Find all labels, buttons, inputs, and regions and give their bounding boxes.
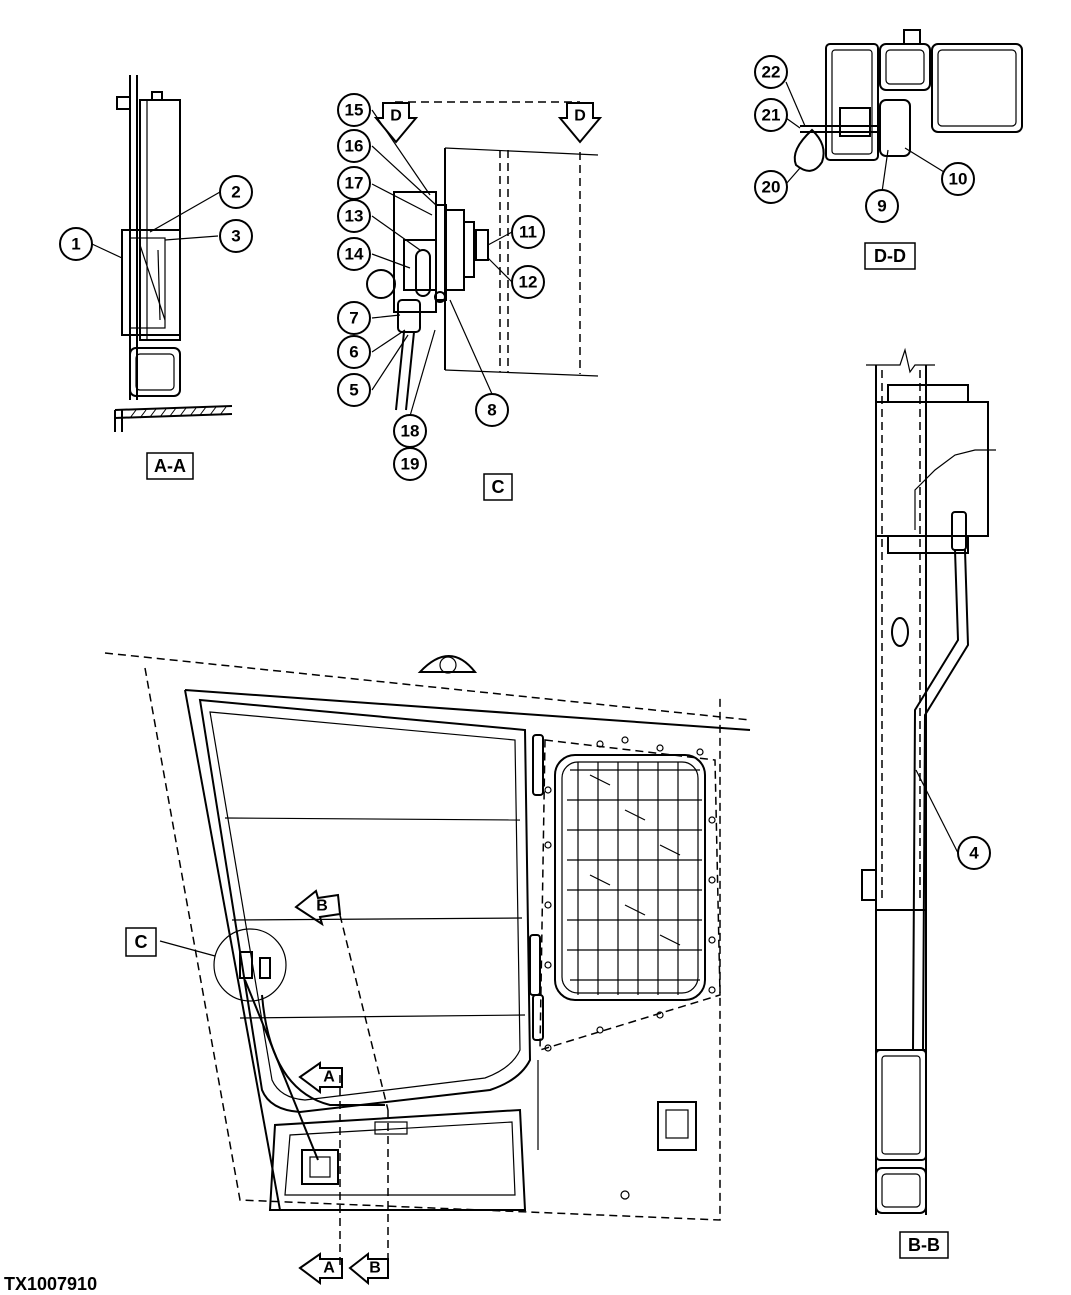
callout-13: 13 [337,199,371,233]
view-label-d-d: D-D [864,242,916,270]
callout-17: 17 [337,166,371,200]
section-arrow-d-right-text: D [574,108,586,125]
callout-16: 16 [337,129,371,163]
section-arrow-d-left: D [373,102,419,144]
callout-6-text: 6 [349,343,358,362]
callout-8-text: 8 [487,401,496,420]
callout-20-text: 20 [762,178,781,197]
section-arrow-a-mid-text: A [323,1069,335,1086]
callout-2: 2 [219,175,253,209]
callout-22: 22 [754,55,788,89]
callout-18: 18 [393,414,427,448]
detail-label-c-text: C [135,932,148,952]
callout-5-text: 5 [349,381,358,400]
view-a-a [91,75,233,432]
view-label-c-text: C [492,477,505,497]
callout-10-text: 10 [949,170,968,189]
view-label-b-b-text: B-B [908,1235,940,1255]
callout-14-text: 14 [345,245,364,264]
callout-7: 7 [337,301,371,335]
view-label-a-a: A-A [146,452,194,480]
callout-9-text: 9 [877,197,886,216]
callout-21-text: 21 [762,106,781,125]
callout-10: 10 [941,162,975,196]
section-arrow-b-mid-text: B [316,898,328,915]
view-b-b [861,347,996,1215]
figure-id: TX1007910 [4,1274,97,1294]
callout-15: 15 [337,93,371,127]
callout-15-text: 15 [345,101,364,120]
section-arrow-b-bottom-text: B [369,1260,381,1277]
section-arrow-b-mid: B [294,889,342,927]
callout-11-text: 11 [519,223,537,242]
callout-7-text: 7 [349,309,358,328]
view-d-d [785,29,1023,193]
view-label-b-b: B-B [899,1231,949,1259]
callout-9: 9 [865,189,899,223]
view-label-c: C [483,473,513,501]
callout-4-text: 4 [969,844,979,863]
callout-5: 5 [337,373,371,407]
callout-20: 20 [754,170,788,204]
callout-12: 12 [511,265,545,299]
door-main-view [104,652,751,1268]
callout-11: 11 [511,215,545,249]
callout-19-text: 19 [401,455,420,474]
section-arrow-d-left-text: D [390,108,402,125]
callout-6: 6 [337,335,371,369]
section-arrow-a-mid: A [298,1061,343,1094]
callout-21: 21 [754,98,788,132]
callout-22-text: 22 [762,63,781,82]
section-arrow-b-bottom: B [348,1251,389,1286]
callout-1-text: 1 [71,235,80,254]
callout-14: 14 [337,237,371,271]
callout-16-text: 16 [345,137,364,156]
section-arrow-a-bottom: A [298,1252,343,1285]
callout-2-text: 2 [231,183,240,202]
callout-4: 4 [957,836,991,870]
callout-19: 19 [393,447,427,481]
callout-3: 3 [219,219,253,253]
view-c [366,101,599,417]
callout-18-text: 18 [401,422,420,441]
callout-8: 8 [475,393,509,427]
callout-3-text: 3 [231,227,240,246]
detail-label-c: C [125,927,157,957]
callout-12-text: 12 [519,273,538,292]
callout-13-text: 13 [345,207,364,226]
callout-1: 1 [59,227,93,261]
callout-17-text: 17 [345,174,364,193]
section-arrow-a-bottom-text: A [323,1260,335,1277]
view-label-a-a-text: A-A [154,456,186,476]
view-label-d-d-text: D-D [874,246,906,266]
section-arrow-d-right: D [557,102,603,144]
